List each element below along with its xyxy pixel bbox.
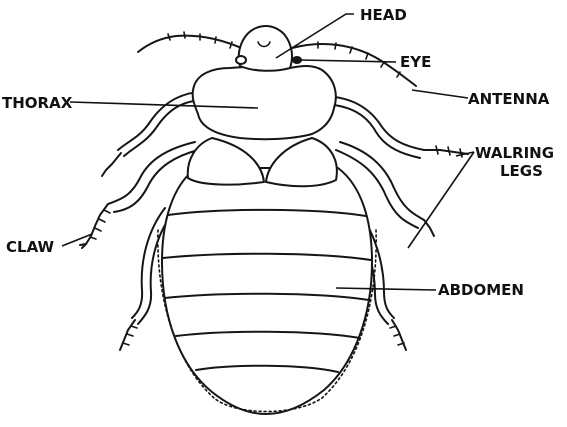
label-antenna: ANTENNA xyxy=(468,90,550,108)
head-leader xyxy=(276,14,354,58)
label-head: HEAD xyxy=(360,6,407,24)
antenna-leader xyxy=(412,90,468,98)
label-eye: EYE xyxy=(400,53,431,71)
thorax-shape xyxy=(193,66,336,139)
hind-left-leg xyxy=(132,208,165,318)
wing-pads xyxy=(188,138,337,186)
label-thorax: THORAX xyxy=(2,94,73,112)
label-claw: CLAW xyxy=(6,238,55,256)
left-eye xyxy=(236,56,246,64)
label-walking-legs-line1: WALRING xyxy=(475,144,554,162)
right-wing-pad xyxy=(266,138,337,186)
left-antenna xyxy=(138,36,250,52)
label-walking-legs-line2: LEGS xyxy=(500,162,543,180)
label-abdomen: ABDOMEN xyxy=(438,281,524,299)
walking-legs-leader-2 xyxy=(408,152,474,248)
left-wing-pad xyxy=(188,138,264,185)
abdomen-body xyxy=(158,168,376,414)
abdomen-outline xyxy=(162,168,372,414)
